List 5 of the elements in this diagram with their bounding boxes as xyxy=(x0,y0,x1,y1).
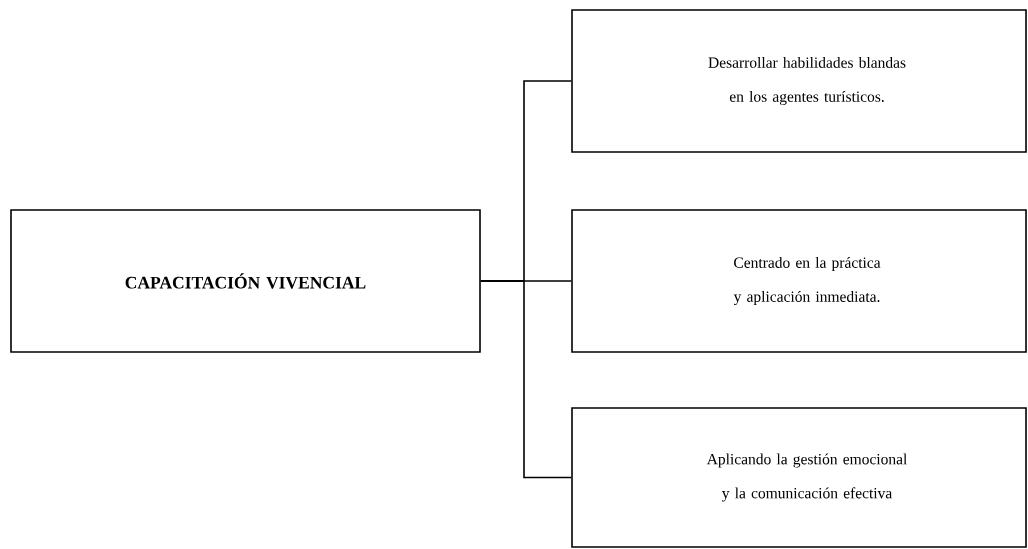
text-box: Aplicando la gestión emocional y la comunicación efectiva xyxy=(571,407,1027,548)
text-box: CAPACITACIÓN VIVENCIAL xyxy=(10,209,481,353)
connector xyxy=(480,280,572,479)
text-box: Centrado en la práctica y aplicación inmediata. xyxy=(571,209,1027,353)
text-box: Desarrollar habilidades blandas en los agentes turísticos. xyxy=(571,9,1027,153)
